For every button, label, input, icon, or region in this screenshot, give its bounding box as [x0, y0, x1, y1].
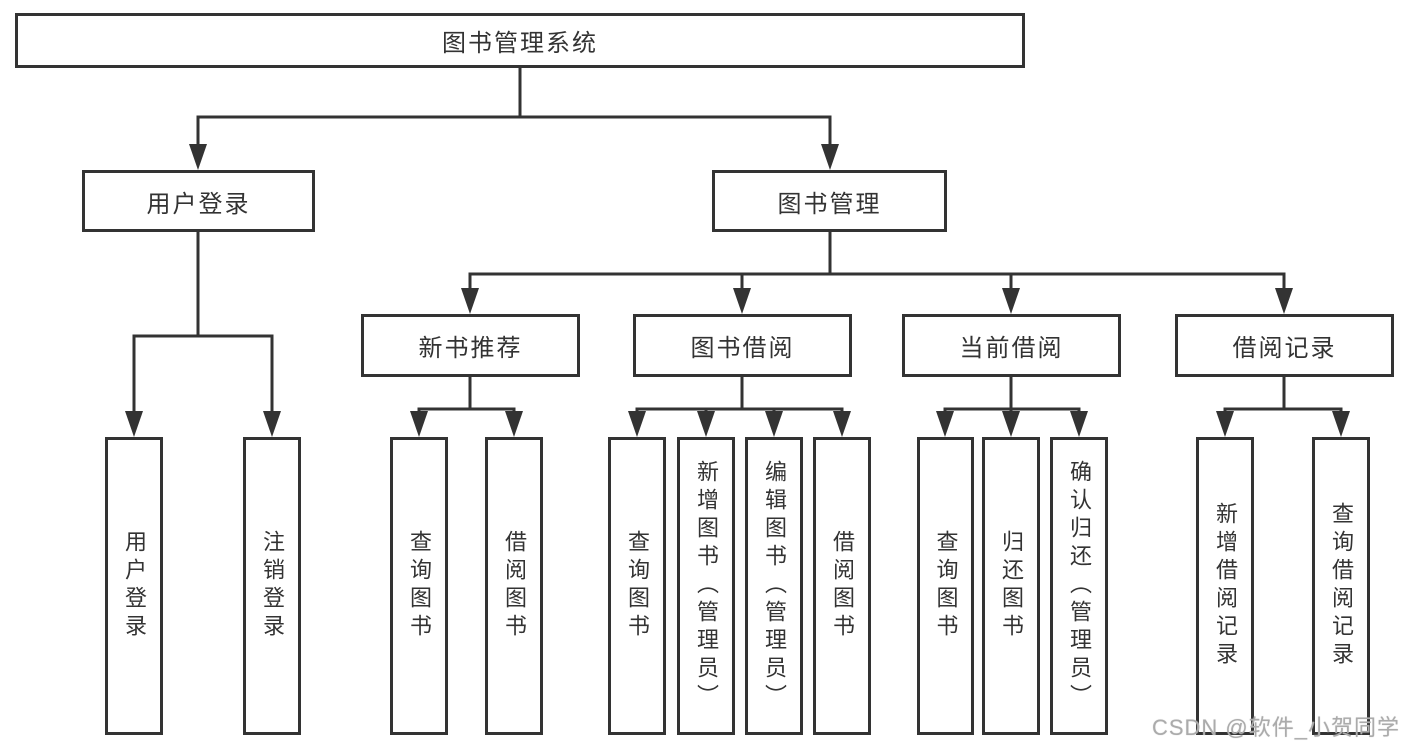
node-user-login: 用户登录	[82, 170, 315, 232]
node-label: 查询图书	[407, 530, 432, 642]
node-label: 查询图书	[933, 530, 959, 642]
leaf-record-query-borrow-record: 查询借阅记录	[1312, 437, 1370, 735]
node-book-management: 图书管理	[712, 170, 947, 232]
node-label: 图书借阅	[690, 335, 795, 362]
node-label: 查询图书	[625, 530, 650, 642]
leaf-logout: 注销登录	[243, 437, 301, 735]
node-borrow-record: 借阅记录	[1175, 314, 1394, 377]
node-label: 新增图书（管理员）	[694, 460, 719, 712]
node-label: 借阅图书	[502, 530, 527, 642]
node-label: 当前借阅	[959, 335, 1064, 362]
node-root-system: 图书管理系统	[15, 13, 1025, 68]
node-label: 归还图书	[999, 530, 1024, 642]
leaf-borrow-add-book-admin: 新增图书（管理员）	[677, 437, 735, 735]
node-label: 注销登录	[260, 530, 285, 642]
node-label: 确认归还（管理员）	[1067, 460, 1092, 712]
watermark: CSDN @软件_小贺同学	[1151, 715, 1400, 740]
leaf-borrow-edit-book-admin: 编辑图书（管理员）	[745, 437, 803, 735]
leaf-record-add-borrow-record: 新增借阅记录	[1196, 437, 1254, 735]
node-label: 新书推荐	[418, 335, 523, 362]
leaf-borrow-query-book: 查询图书	[608, 437, 666, 735]
node-label: 图书管理系统	[442, 30, 598, 57]
node-label: 借阅图书	[830, 530, 855, 642]
node-label: 用户登录	[146, 190, 251, 218]
node-label: 用户登录	[122, 530, 147, 642]
leaf-current-return-book: 归还图书	[982, 437, 1040, 735]
node-label: 新增借阅记录	[1213, 502, 1238, 670]
node-label: 借阅记录	[1232, 335, 1337, 362]
node-new-book-recommend: 新书推荐	[361, 314, 580, 377]
node-current-borrow: 当前借阅	[902, 314, 1121, 377]
leaf-borrow-borrow-book: 借阅图书	[813, 437, 871, 735]
node-label: 图书管理	[777, 190, 882, 218]
leaf-recommend-query-book: 查询图书	[390, 437, 448, 735]
node-label: 查询借阅记录	[1329, 502, 1354, 670]
leaf-user-login: 用户登录	[105, 437, 163, 735]
node-book-borrow: 图书借阅	[633, 314, 852, 377]
node-label: 编辑图书（管理员）	[762, 460, 787, 712]
leaf-current-confirm-return-admin: 确认归还（管理员）	[1050, 437, 1108, 735]
leaf-current-query-book: 查询图书	[917, 437, 974, 735]
leaf-recommend-borrow-book: 借阅图书	[485, 437, 543, 735]
